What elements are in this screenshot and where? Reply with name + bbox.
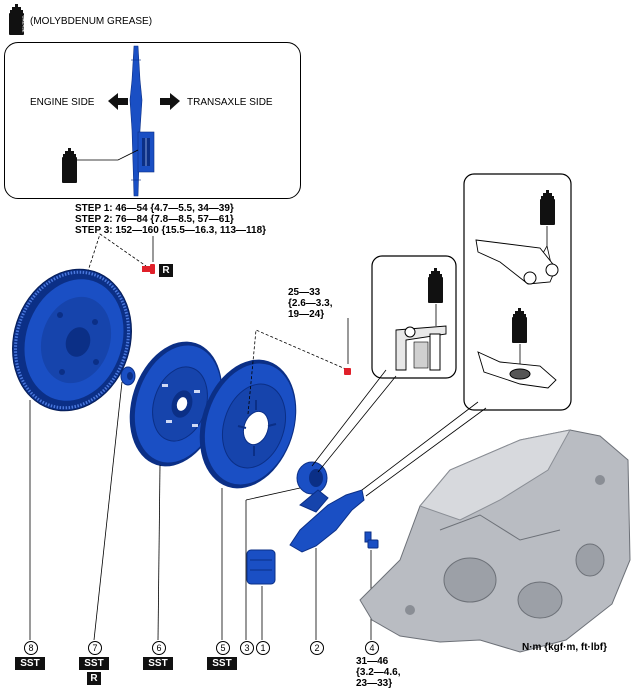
release-fork-side-view	[477, 351, 557, 389]
boot	[246, 549, 276, 585]
part-number-7: 7	[88, 641, 102, 655]
part-number-3: 3	[240, 641, 254, 655]
units-label: N·m {kgf·m, ft·lbf}	[522, 642, 607, 653]
sst-badge-clutch-disc: SST	[143, 657, 173, 670]
clutch-cover-torque-line-3: 19—24}	[288, 309, 325, 320]
clutch-cover-bolt	[344, 368, 351, 375]
flywheel-torque-step-1: STEP 1: 46—54 {4.7—5.5, 34—39}	[75, 203, 234, 214]
part-number-4: 4	[365, 641, 379, 655]
legend-label: (MOLYBDENUM GREASE)	[30, 16, 153, 27]
flywheel-torque-step-3: STEP 3: 152—160 {15.5—16.3, 113—118}	[75, 225, 267, 236]
part-number-8: 8	[24, 641, 38, 655]
legend: GREASE	[6, 4, 206, 36]
release-fork-grease-callout	[463, 173, 572, 411]
clutch-cover-torque-line-1: 25—33	[288, 287, 321, 298]
grease-can-icon	[428, 268, 443, 303]
clutch-disc-spline-callout	[4, 42, 301, 199]
flywheel	[12, 268, 132, 412]
pivot-torque-line-1: 31—46	[356, 656, 389, 667]
part-number-1: 1	[256, 641, 270, 655]
part-number-6: 6	[152, 641, 166, 655]
flywheel-torque-step-2: STEP 2: 76—84 {7.8—8.5, 57—61}	[75, 214, 234, 225]
release-fork-pivot	[364, 531, 379, 549]
transaxle-side-arrow-icon	[160, 93, 180, 110]
transaxle-case	[359, 429, 631, 653]
engine-side-label: ENGINE SIDE	[30, 97, 95, 108]
release-fork-top-view	[475, 239, 559, 285]
clutch-disc-section-view	[129, 45, 155, 197]
clutch-cover	[199, 359, 297, 489]
grease-can-icon	[62, 148, 77, 183]
clutch-disc	[129, 341, 223, 467]
flywheel-bolt	[142, 264, 155, 274]
grease-can-icon	[512, 308, 527, 343]
grease-can-icon	[540, 190, 555, 225]
pivot-torque-line-2: {3.2—4.6,	[356, 667, 401, 678]
transaxle-side-label: TRANSAXLE SIDE	[187, 97, 273, 108]
release-fork	[289, 489, 365, 553]
engine-side-arrow-icon	[108, 93, 128, 110]
clutch-cover-torque-line-2: {2.6—3.3,	[288, 298, 333, 309]
replace-badge-flywheel-bolt: R	[159, 264, 173, 277]
sst-badge-pilot-bearing: SST	[79, 657, 109, 670]
sst-badge-clutch-cover: SST	[207, 657, 237, 670]
pilot-bearing	[120, 366, 136, 386]
part-number-5: 5	[216, 641, 230, 655]
sst-badge-flywheel: SST	[15, 657, 45, 670]
svg-text:GREASE: GREASE	[22, 16, 27, 33]
part-number-2: 2	[310, 641, 324, 655]
replace-badge-pilot-bearing: R	[87, 672, 101, 685]
grease-can-icon: GREASE	[9, 4, 27, 35]
release-collar-section	[395, 325, 447, 371]
pivot-torque-line-3: 23—33}	[356, 678, 393, 689]
